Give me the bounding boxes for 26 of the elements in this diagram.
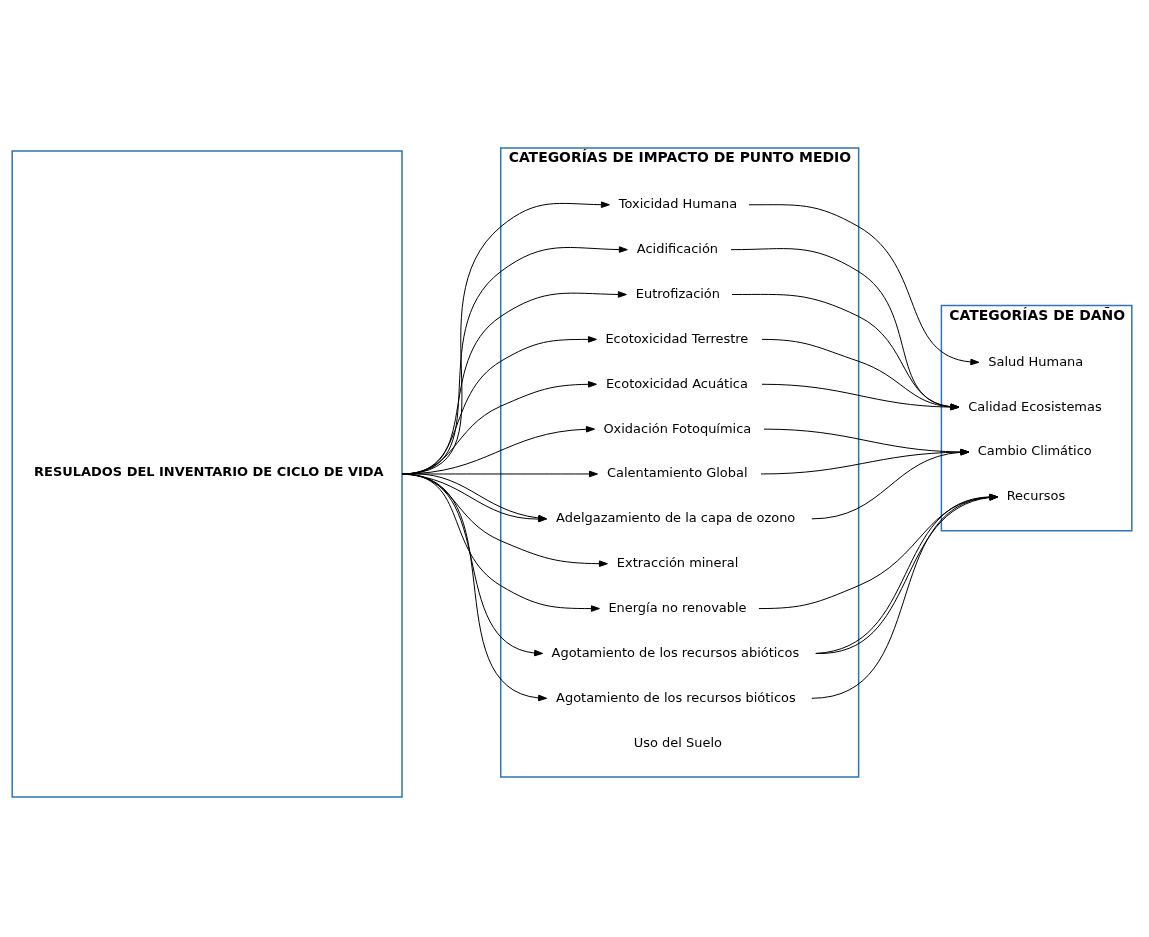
arrow bbox=[811, 449, 970, 520]
node-text: Acidificación bbox=[636, 241, 719, 257]
node-text: Uso del Suelo bbox=[633, 734, 722, 750]
arrow bbox=[730, 248, 960, 411]
node-text: Calidad Ecosistemas bbox=[968, 398, 1102, 414]
node-text: Extracción mineral bbox=[616, 555, 739, 571]
node-text: Eutrofización bbox=[635, 285, 721, 301]
node-text: Toxicidad Humana bbox=[618, 196, 738, 212]
node-text: Agotamiento de los recursos bióticos bbox=[556, 689, 796, 705]
node-text: Cambio Climático bbox=[977, 443, 1092, 459]
arrow bbox=[761, 383, 960, 411]
node-text: Salud Humana bbox=[988, 353, 1084, 369]
node-text: Calentamiento Global bbox=[606, 465, 748, 481]
arrow bbox=[731, 293, 960, 411]
node-text: Energía no renovable bbox=[608, 599, 747, 615]
arrow bbox=[748, 204, 980, 366]
node-text: Recursos bbox=[1006, 488, 1066, 504]
node-text: Adelgazamiento de la capa de ozono bbox=[556, 510, 796, 526]
arrow bbox=[760, 448, 970, 475]
node-box: RESULADOS DEL INVENTARIO DE CICLO DE VIDA bbox=[11, 150, 403, 798]
node-text: Ecotoxicidad Terrestre bbox=[605, 330, 749, 346]
arrow bbox=[761, 338, 960, 411]
arrow bbox=[763, 428, 970, 456]
node-text: Agotamiento de los recursos abióticos bbox=[551, 644, 800, 660]
node-text: Oxidación Fotoquímica bbox=[603, 420, 752, 436]
node-text: Ecotoxicidad Acuática bbox=[605, 375, 748, 391]
